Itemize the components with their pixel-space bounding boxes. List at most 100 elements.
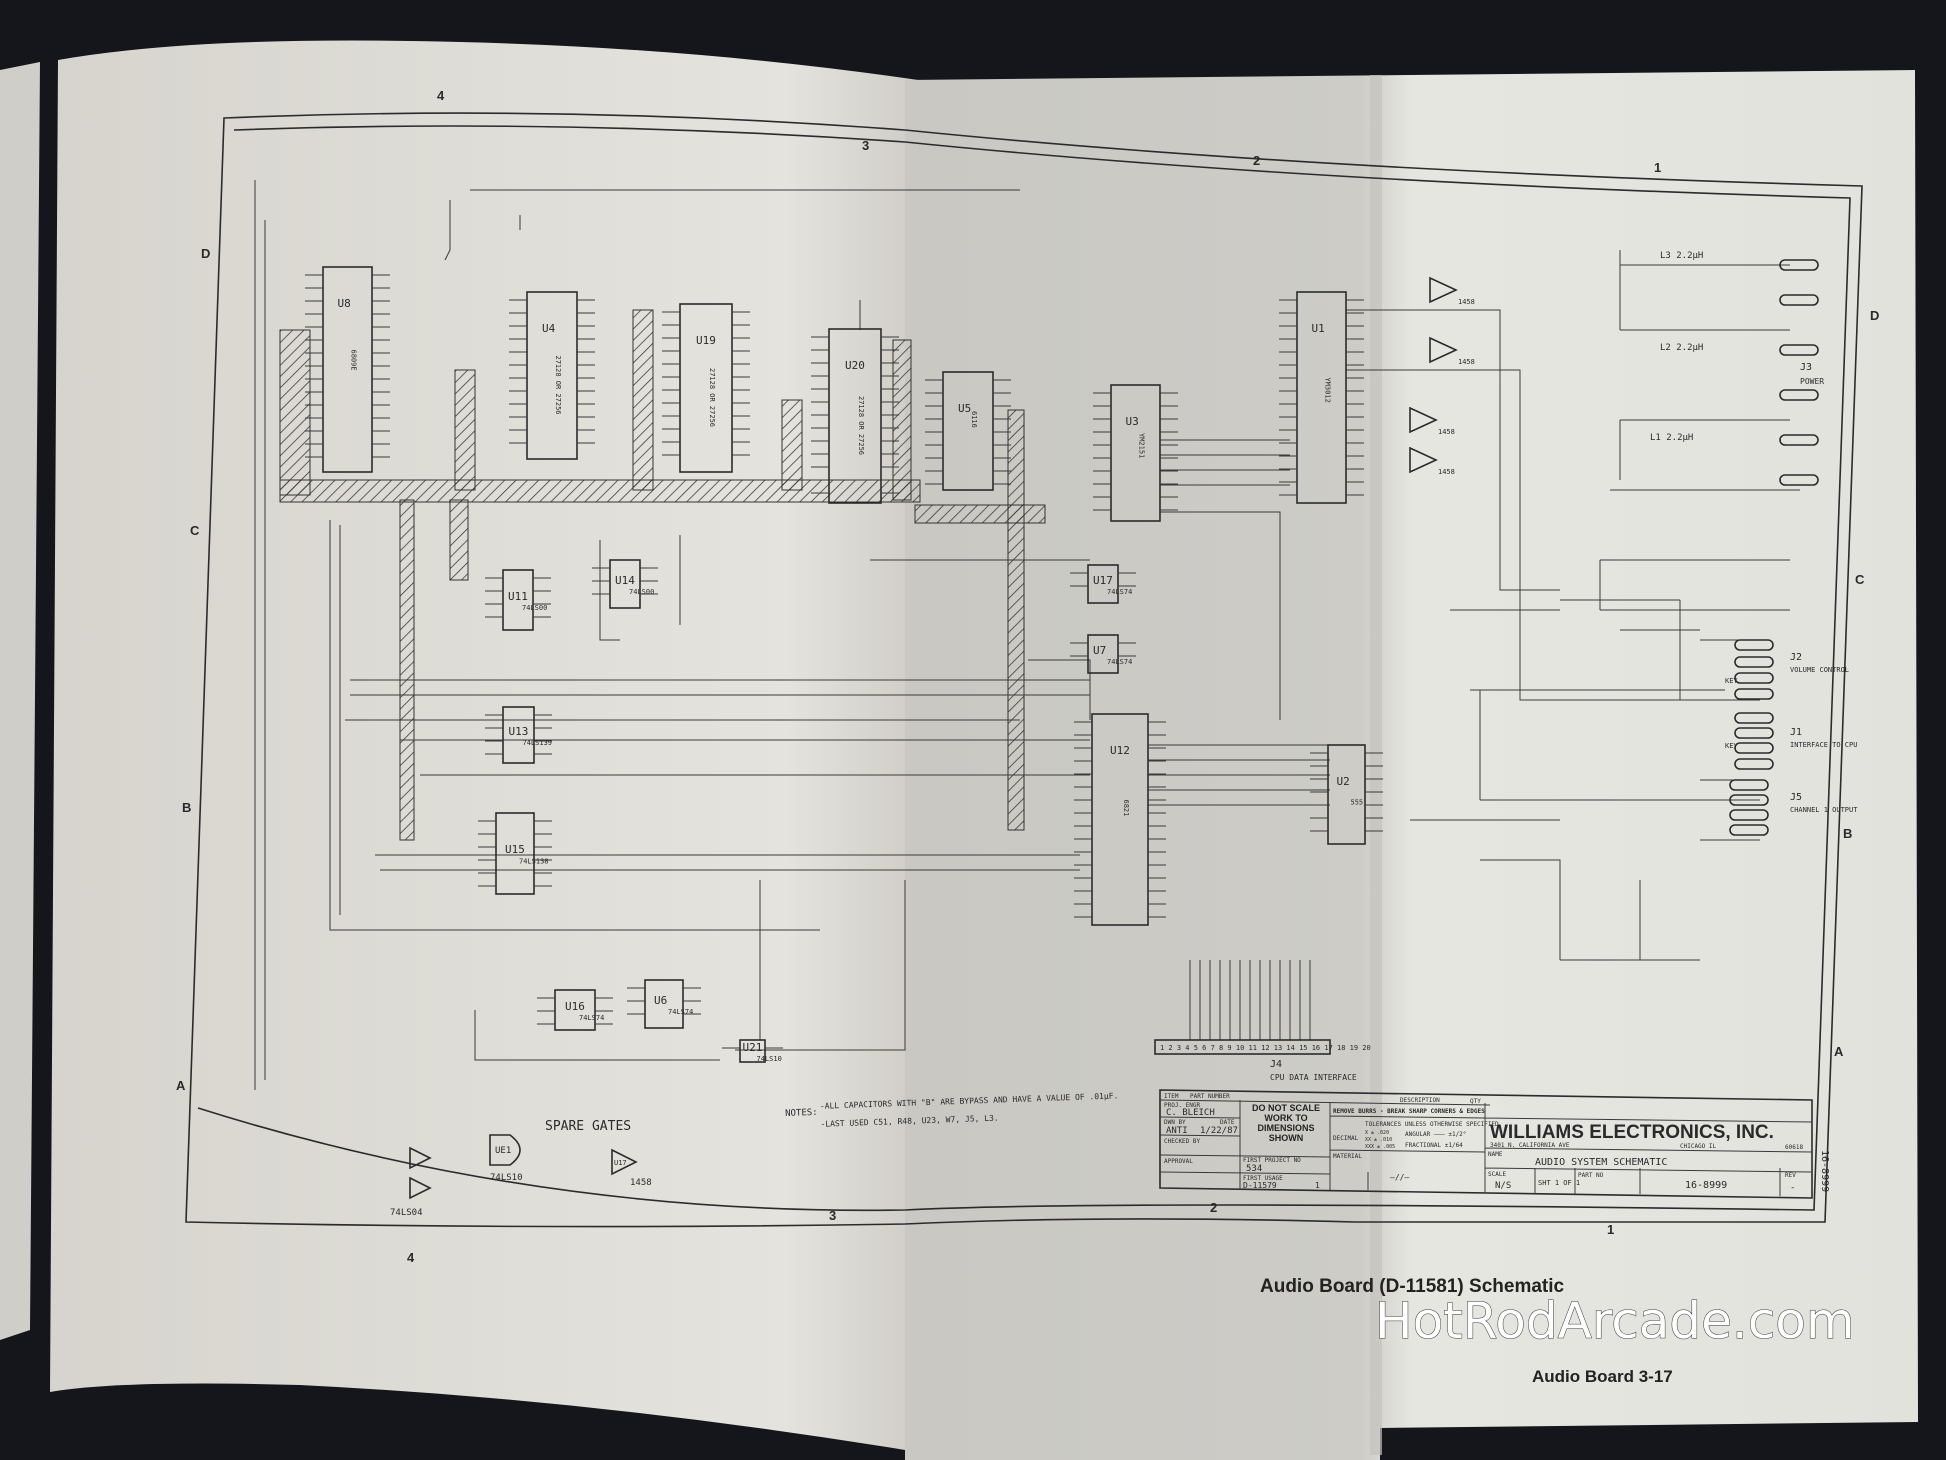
tb-part-no: 16-8999	[1685, 1180, 1727, 1191]
chip-ref: U6	[654, 994, 667, 1007]
chip-part: 6116	[970, 411, 978, 428]
connector-pin	[1734, 742, 1774, 754]
chip-ref: U12	[1110, 744, 1130, 757]
chip-ref: U8	[338, 297, 351, 310]
j4-desc: CPU DATA INTERFACE	[1270, 1073, 1357, 1082]
connector-pin	[1729, 779, 1769, 791]
tb-label: PART NO	[1578, 1172, 1604, 1179]
chip-ref: U16	[565, 1000, 585, 1013]
spare-gates-title: SPARE GATES	[545, 1119, 631, 1134]
chip-part: 74LS74	[1107, 658, 1132, 666]
notes-heading: NOTES:	[785, 1108, 818, 1119]
zone-label: 2	[1210, 1200, 1217, 1215]
inductor-label: L3 2.2µH	[1660, 251, 1703, 261]
connector-pin	[1734, 727, 1774, 739]
page-footer: Audio Board 3-17	[1532, 1367, 1673, 1386]
chip-part: 74LS74	[1107, 588, 1132, 596]
chip-part: 74LS10	[757, 1055, 782, 1063]
spare-part: U17	[614, 1159, 627, 1167]
tb-proj-engr: C. BLEICH	[1166, 1108, 1215, 1118]
op-amp-symbol	[1409, 446, 1438, 474]
tb-fractional: FRACTIONAL ±1/64	[1405, 1142, 1463, 1149]
tb-part-number: PART NUMBER	[1190, 1093, 1230, 1100]
chip-ref: U4	[542, 322, 556, 335]
zone-label: A	[1834, 1044, 1844, 1059]
chip-part: 74LS74	[579, 1014, 604, 1022]
right-page	[905, 70, 1918, 1460]
j1-label: J1	[1790, 727, 1802, 738]
j2-label: J2	[1790, 652, 1802, 663]
zone-label: D	[201, 246, 210, 261]
j2-key: KEY	[1725, 677, 1738, 685]
tb-tol: XXX ± .005	[1365, 1144, 1395, 1150]
connector-pin	[1734, 712, 1774, 724]
chip-ref: U1	[1312, 322, 1325, 335]
left-page	[50, 40, 918, 1450]
tb-label: SCALE	[1488, 1171, 1506, 1178]
op-amp-symbol	[1429, 336, 1458, 364]
chip-ref: U5	[958, 402, 971, 415]
j1-desc: INTERFACE TO CPU	[1790, 741, 1857, 749]
tb-tolerances: TOLERANCES UNLESS OTHERWISE SPECIFIED	[1365, 1121, 1499, 1128]
op-amp-label: 1458	[1458, 298, 1475, 306]
zone-label: 4	[407, 1250, 415, 1265]
zone-label: B	[182, 800, 191, 815]
connector-pin	[1729, 824, 1769, 836]
connector-pin	[1734, 672, 1774, 684]
chip-ref: U13	[509, 725, 529, 738]
chip-ref: U2	[1337, 775, 1350, 788]
j3-label: J3	[1800, 362, 1812, 373]
chip-part: 6809E	[350, 350, 358, 371]
tb-qty: QTY	[1470, 1098, 1481, 1105]
zone-label: 3	[862, 138, 869, 153]
tb-label: DATE	[1220, 1119, 1235, 1126]
tb-drawn-date: 1/22/87	[1200, 1126, 1238, 1136]
zone-label: 1	[1654, 160, 1661, 175]
tb-address: 3401 N. CALIFORNIA AVE	[1490, 1142, 1570, 1149]
tb-first-project: 534	[1246, 1164, 1262, 1174]
tb-label: APPROVAL	[1164, 1158, 1193, 1165]
chip-ref: U14	[615, 574, 635, 587]
tb-label: FIRST PROJECT NO	[1243, 1157, 1301, 1164]
j2-desc: VOLUME CONTROL	[1790, 666, 1849, 674]
tb-side-number: 16-8999	[1819, 1150, 1830, 1192]
chip-part: 27128 OR 27256	[857, 396, 865, 455]
zone-label: C	[190, 523, 200, 538]
zone-label: 3	[829, 1208, 836, 1223]
spare-part: UE1	[495, 1146, 511, 1156]
op-amp-symbol	[1409, 406, 1438, 434]
chip-part: 74LS00	[522, 604, 547, 612]
zone-label: D	[1870, 308, 1879, 323]
tb-label: DWN BY	[1164, 1119, 1186, 1126]
power-filter: L3 2.2µH L2 2.2µH L1 2.2µH	[1650, 251, 1703, 443]
tb-label: PROJ. ENGR	[1164, 1102, 1201, 1109]
connector-pin	[1734, 656, 1774, 668]
zone-label: 4	[437, 88, 445, 103]
schematic-border	[185, 112, 1863, 1228]
connector-pin	[1779, 259, 1819, 271]
chip-part: YM3012	[1324, 378, 1332, 403]
connector-pin	[1779, 389, 1819, 401]
chip-ref: U15	[505, 843, 525, 856]
tb-name: AUDIO SYSTEM SCHEMATIC	[1535, 1157, 1667, 1168]
inductor-label: L1 2.2µH	[1650, 433, 1693, 443]
connector-pin	[1779, 434, 1819, 446]
tb-description: DESCRIPTION	[1400, 1097, 1440, 1104]
tb-material: —//—	[1390, 1173, 1409, 1182]
tb-label: CHECKED BY	[1164, 1138, 1201, 1145]
op-amp-label: 1458	[1458, 358, 1475, 366]
chip-ref: U17	[1093, 574, 1113, 587]
j5-desc: CHANNEL 1 OUTPUT	[1790, 806, 1858, 814]
tb-tol: X ± .020	[1365, 1130, 1389, 1136]
tb-first-usage: D-11579	[1243, 1181, 1277, 1190]
data-bus	[279, 309, 1046, 841]
inductor-label: L2 2.2µH	[1660, 343, 1703, 353]
